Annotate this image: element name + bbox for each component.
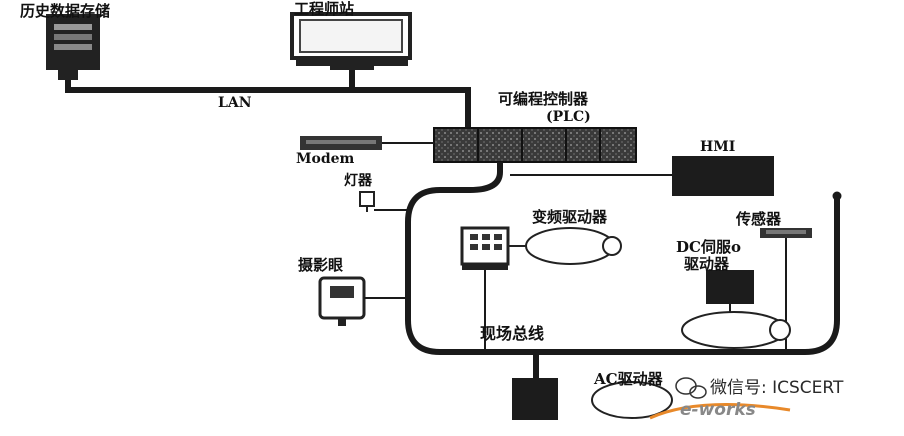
server-icon — [46, 14, 100, 80]
lamp-label: 灯器 — [344, 173, 372, 189]
wechat-watermark: 微信号: ICSCERT — [710, 378, 844, 398]
eworks-watermark: e-works — [680, 400, 756, 420]
ac-motor-icon — [591, 381, 673, 419]
lan-connections — [65, 58, 471, 128]
sensor-label: 传感器 — [736, 210, 782, 228]
plc-cn-label: 可编程控制器 — [498, 90, 589, 108]
lan-label: LAN — [218, 95, 252, 111]
dc-servo-motor-icon — [681, 311, 791, 349]
vfd-motor-icon — [508, 227, 622, 265]
modem-label: Modem — [296, 151, 355, 167]
camera-label: 摄影眼 — [298, 256, 344, 274]
vfd-label: 变频驱动器 — [532, 208, 608, 226]
eworks-swoosh-icon — [649, 403, 791, 420]
camera-icon — [318, 276, 408, 326]
wechat-icon — [675, 377, 707, 399]
fieldbus-loop — [405, 162, 842, 355]
dc-servo-drive-icon — [706, 270, 754, 312]
hmi-icon — [510, 156, 774, 196]
plc-en-label: (PLC) — [546, 109, 591, 125]
fieldbus-label: 现场总线 — [480, 324, 545, 343]
vfd-icon — [460, 226, 510, 352]
ac-drive-icon — [512, 352, 558, 420]
dc-servo-label-line1: DC伺服o — [676, 238, 741, 256]
ac-drive-label: AC驱动器 — [594, 370, 663, 388]
lamp-icon — [359, 191, 408, 212]
history-storage-label: 历史数据存储 — [20, 2, 111, 20]
engineering-station-label: 工程师站 — [294, 0, 355, 18]
dc-servo-label-line2: 驱动器 — [684, 255, 730, 273]
modem-icon — [300, 136, 434, 150]
plc-icon — [433, 127, 637, 163]
workstation-monitor-icon — [290, 12, 412, 70]
hmi-label: HMI — [700, 139, 736, 155]
